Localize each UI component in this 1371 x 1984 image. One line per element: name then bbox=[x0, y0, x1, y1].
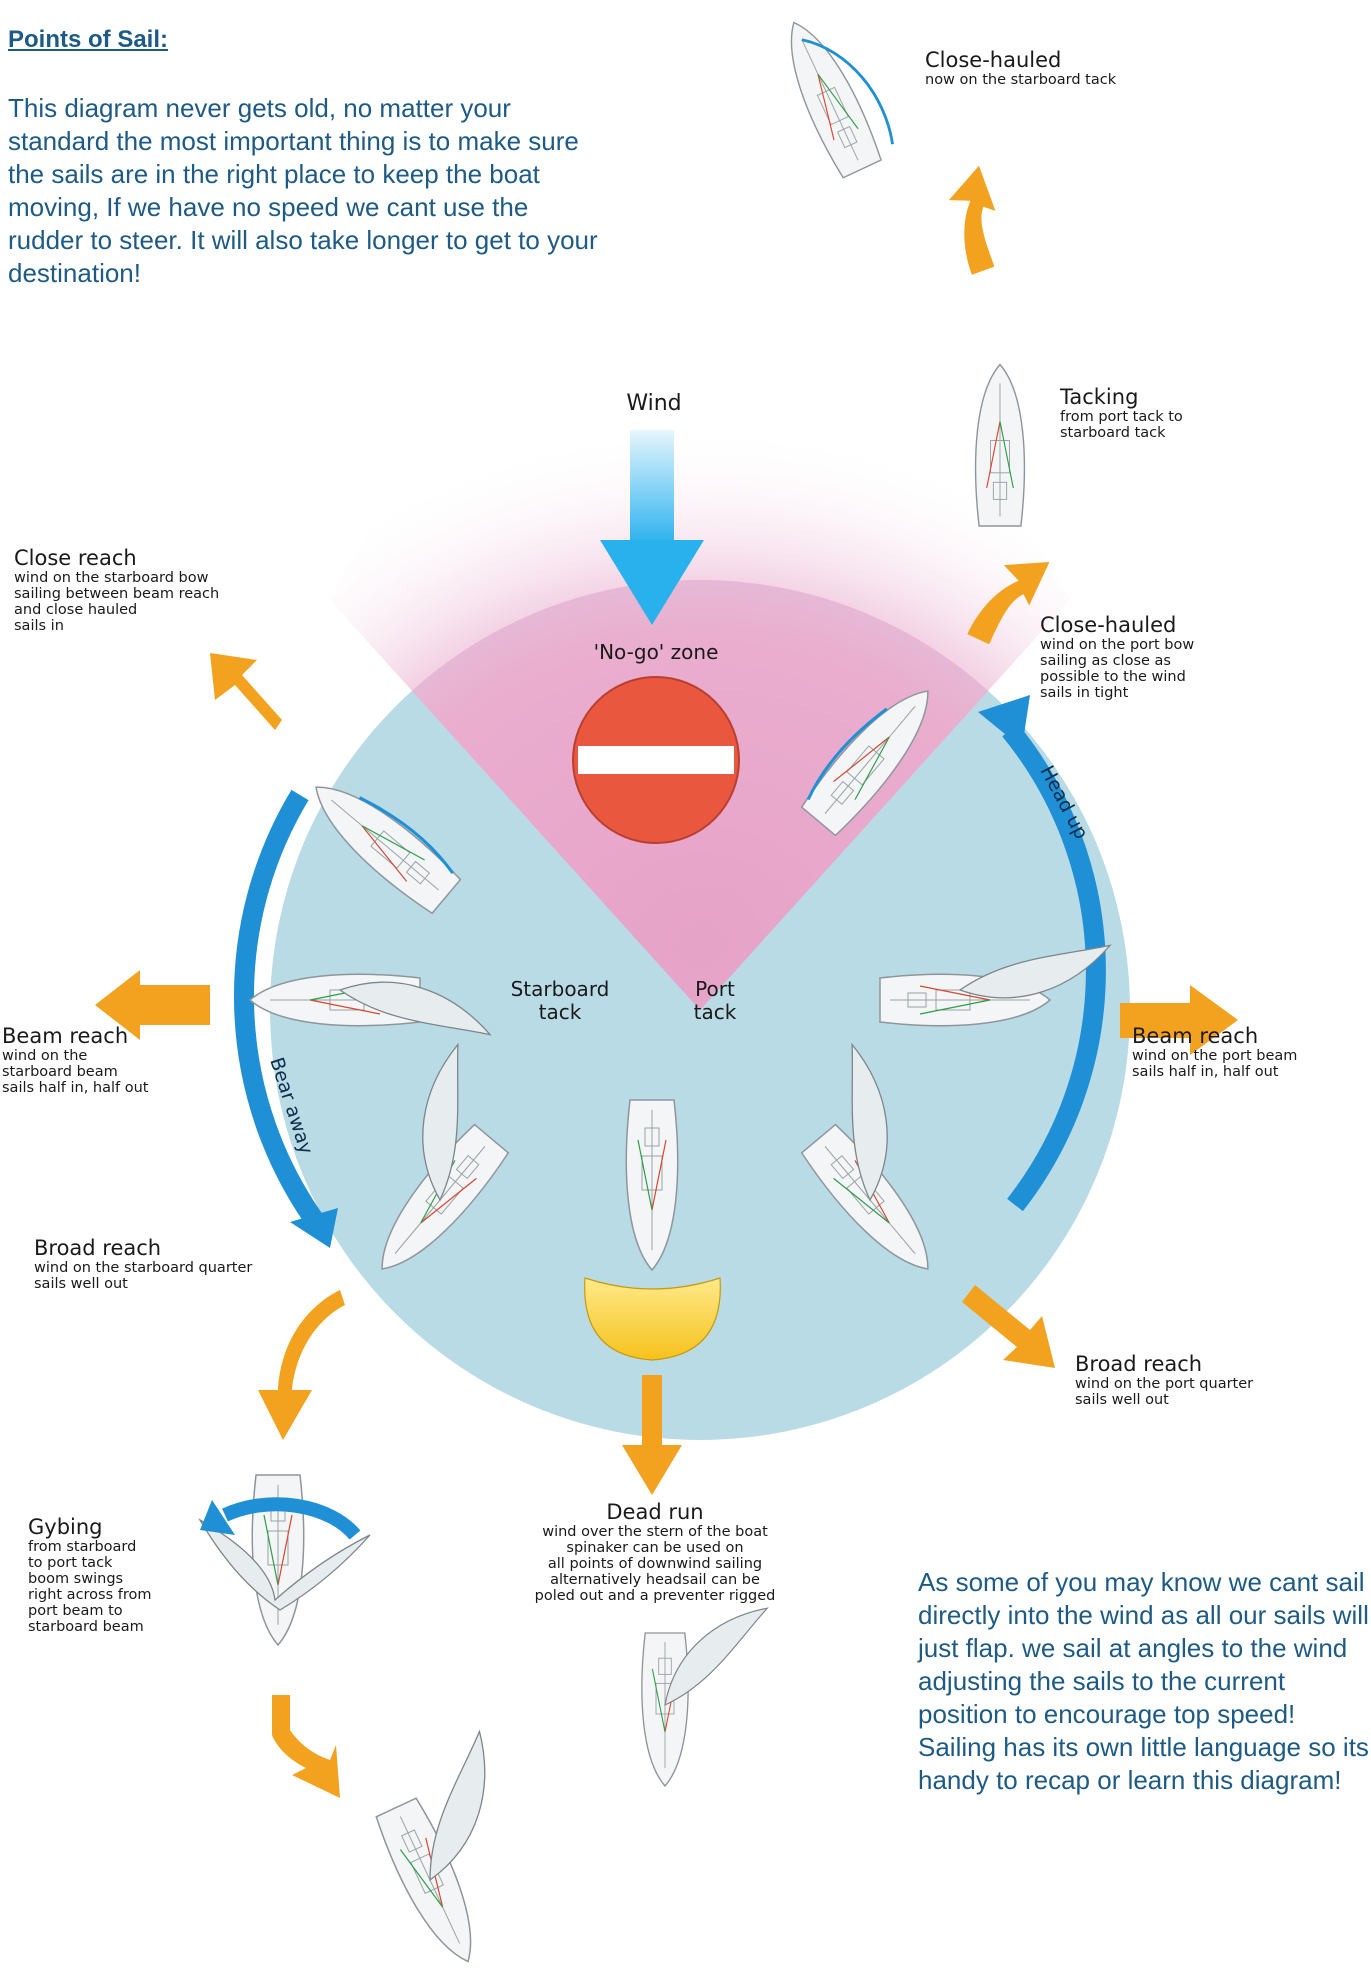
desc: wind over the stern of the boat spinaker… bbox=[534, 1524, 776, 1604]
gybing-boom-sail bbox=[198, 1518, 371, 1611]
intro-block: Points of Sail: This diagram never gets … bbox=[8, 26, 608, 290]
head-up-arrow bbox=[978, 695, 1106, 1212]
arrow-broad-reach-port bbox=[962, 1285, 1055, 1368]
arrow-beam-reach-port bbox=[1120, 985, 1238, 1055]
desc: wind on the starboard quarter sails well… bbox=[34, 1260, 253, 1292]
title: Close reach bbox=[14, 546, 137, 570]
label-tacking: Tacking from port tack to starboard tack bbox=[1060, 385, 1183, 441]
boat-close-hauled-port bbox=[798, 673, 949, 839]
label-broad-reach-starboard: Broad reach wind on the starboard quarte… bbox=[34, 1236, 252, 1292]
arrow-close-hauled-top bbox=[948, 165, 996, 275]
bottom-note: As some of you may know we cant sail dir… bbox=[918, 1567, 1369, 1795]
arrow-beam-reach-starboard bbox=[95, 970, 210, 1040]
desc: wind on the port beam sails half in, hal… bbox=[1132, 1048, 1298, 1080]
title: Close-hauled bbox=[1040, 613, 1177, 637]
port-tack-label: Port tack bbox=[693, 977, 737, 1024]
desc: from starboard to port tack boom swings … bbox=[28, 1539, 152, 1635]
desc: wind on the starboard beam sails half in… bbox=[2, 1048, 149, 1096]
label-close-reach: Close reach wind on the starboard bow sa… bbox=[14, 546, 219, 634]
title: Close-hauled bbox=[925, 48, 1062, 72]
boat-tacking bbox=[974, 363, 1026, 527]
no-go-zone-label: 'No-go' zone bbox=[593, 640, 719, 664]
wind-arrow bbox=[600, 430, 704, 625]
desc: wind on the port bow sailing as close as… bbox=[1040, 637, 1195, 701]
label-close-hauled-port: Close-hauled wind on the port bow sailin… bbox=[1040, 613, 1194, 701]
label-beam-reach-port: Beam reach wind on the port beam sails h… bbox=[1132, 1024, 1297, 1080]
spinnaker bbox=[584, 1277, 721, 1361]
label-dead-run: Dead run wind over the stern of the boat… bbox=[485, 1500, 825, 1604]
arrow-close-hauled-port bbox=[967, 562, 1050, 645]
starboard-tack-label: Starboard tack bbox=[510, 977, 610, 1024]
desc: from port tack to starboard tack bbox=[1060, 409, 1183, 441]
label-gybing: Gybing from starboard to port tack boom … bbox=[28, 1515, 152, 1635]
intro-title: Points of Sail: bbox=[8, 26, 169, 53]
boat-close-hauled-top bbox=[771, 11, 894, 180]
desc: wind on the starboard bow sailing betwee… bbox=[14, 570, 220, 634]
title: Tacking bbox=[1060, 385, 1139, 409]
label-broad-reach-port: Broad reach wind on the port quarter sai… bbox=[1075, 1352, 1253, 1408]
arrow-gybing bbox=[272, 1695, 340, 1798]
desc: wind on the port quarter sails well out bbox=[1075, 1376, 1254, 1408]
label-beam-reach-starboard: Beam reach wind on the starboard beam sa… bbox=[2, 1024, 148, 1096]
arrow-dead-run bbox=[622, 1375, 682, 1495]
title: Broad reach bbox=[34, 1236, 162, 1260]
label-close-hauled-top: Close-hauled now on the starboard tack bbox=[925, 48, 1116, 88]
orange-arrows bbox=[95, 165, 1238, 1798]
bear-away-arrow bbox=[233, 789, 338, 1248]
intro-body: This diagram never gets old, no matter y… bbox=[8, 93, 598, 288]
title: Gybing bbox=[28, 1515, 103, 1539]
wind-label: Wind bbox=[626, 391, 682, 416]
gybe-arrow bbox=[200, 1497, 361, 1540]
boat-after-gybe bbox=[372, 1730, 531, 1974]
title: Dead run bbox=[606, 1500, 704, 1524]
boat-close-reach bbox=[298, 766, 464, 917]
no-entry-icon bbox=[572, 676, 740, 844]
title: Broad reach bbox=[1075, 1352, 1203, 1376]
title: Beam reach bbox=[2, 1024, 129, 1048]
desc: now on the starboard tack bbox=[925, 72, 1117, 88]
boat-dead-run-lower bbox=[641, 1585, 768, 1787]
title: Beam reach bbox=[1132, 1024, 1259, 1048]
arrow-close-reach bbox=[210, 653, 282, 730]
arrow-broad-reach-starboard bbox=[258, 1290, 345, 1440]
